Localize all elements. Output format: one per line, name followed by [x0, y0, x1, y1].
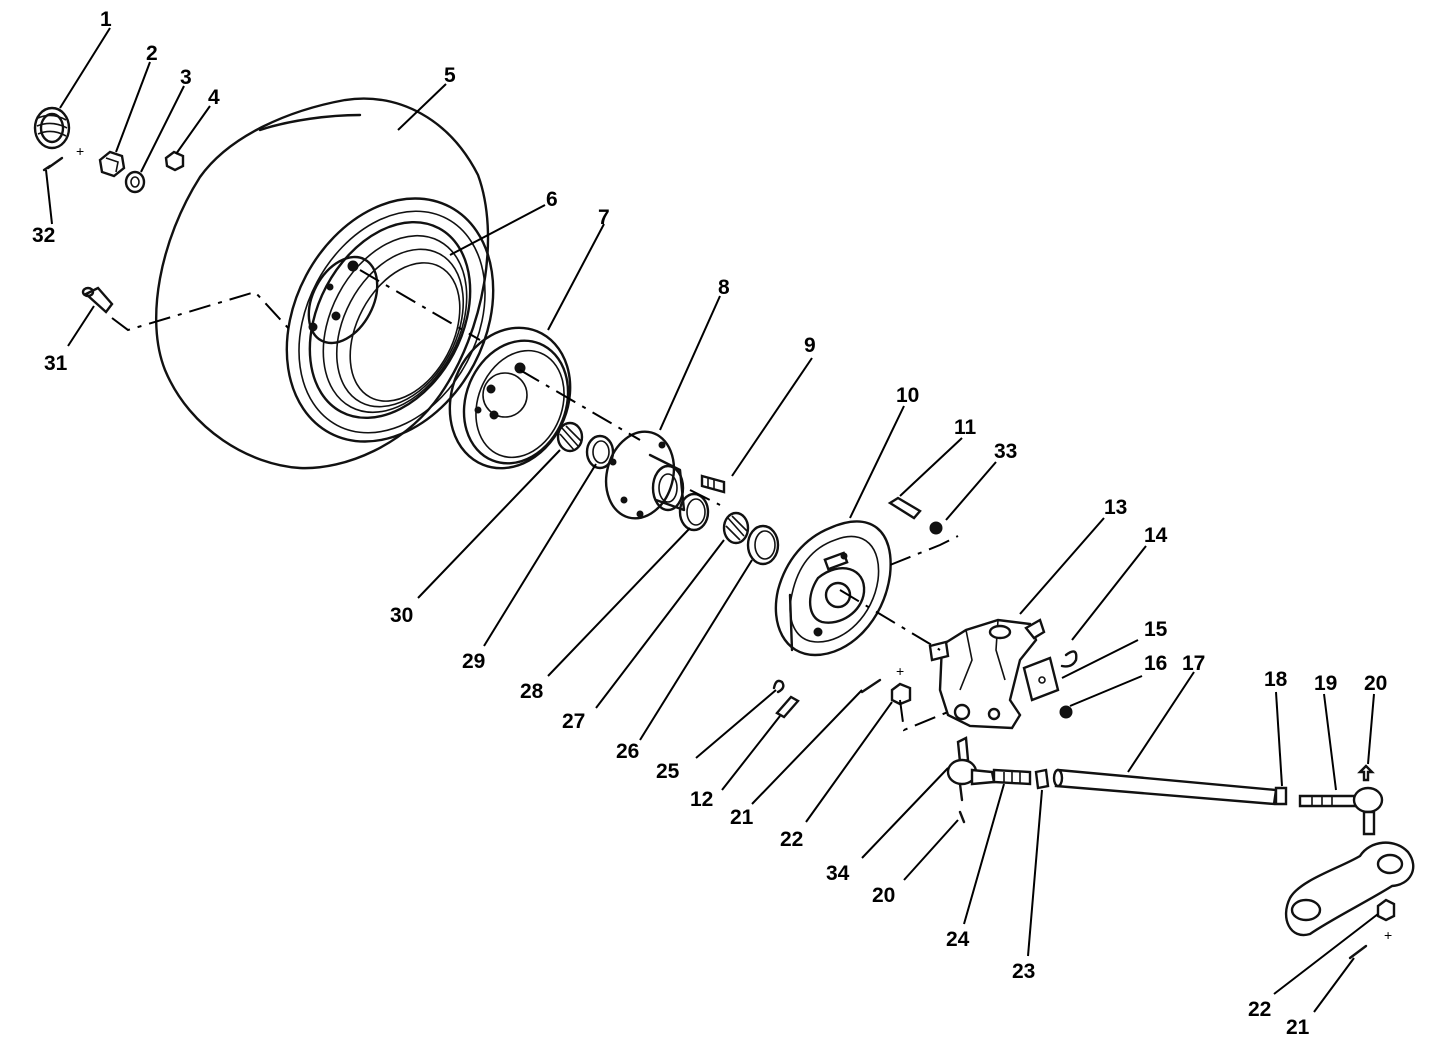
part-26-seal	[746, 524, 780, 566]
callout-25: 25	[656, 760, 680, 783]
part-11-bolt	[887, 496, 922, 520]
part-19-tie-rod-end	[1298, 764, 1384, 836]
part-23-jam-nut	[1034, 768, 1050, 790]
callout-14: 14	[1144, 524, 1168, 547]
callout-12: 12	[690, 788, 713, 811]
callout-16: 16	[1144, 652, 1167, 675]
callout-10: 10	[896, 384, 919, 407]
callout-13: 13	[1104, 496, 1127, 519]
part-20-stud	[958, 810, 966, 824]
part-10-brake-plate	[774, 520, 892, 657]
callout-24: 24	[946, 928, 970, 951]
part-6-rim	[307, 220, 472, 420]
callout-21-lower: 21	[1286, 1016, 1310, 1039]
svg-text:+: +	[896, 663, 904, 679]
part-24-rod-end	[992, 768, 1032, 786]
part-13-spindle	[928, 618, 1046, 730]
part-17-tie-rod	[1052, 768, 1278, 806]
svg-text:+: +	[1384, 927, 1392, 943]
part-21-cotter-pin-lower: +	[1348, 927, 1392, 960]
callout-27: 27	[562, 710, 585, 733]
callout-4: 4	[208, 86, 220, 109]
part-3-washer	[124, 170, 146, 194]
part-30-bearing	[556, 421, 584, 453]
callout-30: 30	[390, 604, 413, 627]
callout-34: 34	[826, 862, 850, 885]
leader-lines	[45, 27, 1379, 1013]
callout-11: 11	[954, 416, 977, 439]
callout-15: 15	[1144, 618, 1168, 641]
callout-31: 31	[44, 352, 68, 375]
callout-3: 3	[180, 66, 192, 89]
part-31-valve-stem	[81, 286, 114, 314]
callout-labels: 1 2 3 4 5 6 7 8 9 10 11 33 13 14 15 16 1…	[32, 8, 1387, 1039]
callout-22-upper: 22	[780, 828, 803, 851]
part-15-bracket	[1022, 656, 1060, 702]
part-34-tie-rod-end	[946, 736, 996, 802]
callout-9: 9	[804, 334, 816, 357]
callout-21-upper: 21	[730, 806, 754, 829]
callout-26: 26	[616, 740, 639, 763]
callout-2: 2	[146, 42, 158, 65]
part-1-cap	[33, 106, 71, 150]
part-4-lug-nut	[164, 150, 185, 172]
steering-arm	[1284, 841, 1415, 937]
center-lines	[111, 269, 959, 732]
svg-text:+: +	[76, 143, 84, 159]
part-22-nut	[890, 682, 912, 706]
part-12-fitting	[775, 695, 800, 719]
part-28-bearing-cup	[678, 492, 710, 532]
part-27-bearing	[722, 511, 750, 545]
callout-20-upper: 20	[1364, 672, 1387, 695]
part-5-tire	[155, 97, 495, 470]
callout-17: 17	[1182, 652, 1205, 675]
callout-22-lower: 22	[1248, 998, 1271, 1021]
callout-6: 6	[546, 188, 558, 211]
part-18-jam-nut	[1274, 786, 1288, 806]
part-2-hex-nut	[98, 150, 126, 178]
part-25-hook	[772, 679, 785, 694]
callout-23: 23	[1012, 960, 1035, 983]
part-9-stud	[700, 474, 726, 494]
part-33-nut	[929, 521, 943, 535]
callout-18: 18	[1264, 668, 1288, 691]
callout-28: 28	[520, 680, 544, 703]
callout-19: 19	[1314, 672, 1337, 695]
part-32-valve-core: +	[42, 143, 84, 172]
part-8-hub	[604, 430, 686, 520]
part-16-nut	[1059, 705, 1073, 719]
callout-8: 8	[718, 276, 730, 299]
callout-7: 7	[598, 206, 610, 229]
part-14-clip	[1060, 650, 1078, 668]
part-21-cotter-pin: +	[860, 663, 904, 694]
callout-32: 32	[32, 224, 55, 247]
callout-20-lower: 20	[872, 884, 895, 907]
callout-33: 33	[994, 440, 1017, 463]
callout-5: 5	[444, 64, 456, 87]
callout-29: 29	[462, 650, 485, 673]
part-22-nut-lower	[1376, 898, 1396, 922]
part-7-brake-drum	[448, 326, 572, 470]
callout-1: 1	[100, 8, 112, 31]
